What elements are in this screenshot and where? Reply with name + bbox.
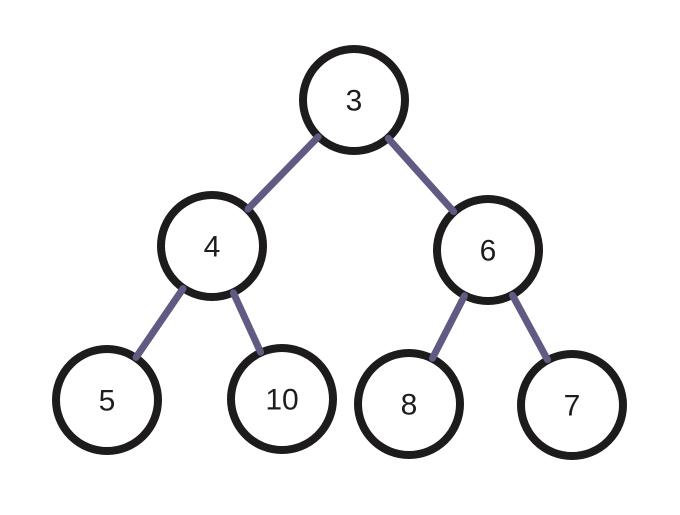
tree-edge-4-5 [132, 285, 187, 361]
tree-node-4[interactable]: 4 [157, 191, 267, 301]
tree-node-5[interactable]: 5 [52, 345, 162, 455]
node-circle [157, 191, 267, 301]
node-label: 3 [346, 85, 363, 118]
node-label: 6 [480, 235, 497, 268]
tree-edge-3-4 [244, 133, 322, 213]
node-circle [354, 349, 464, 459]
node-circle [299, 45, 409, 155]
node-circle [517, 350, 627, 460]
tree-node-8[interactable]: 8 [354, 349, 464, 459]
node-circle [52, 345, 162, 455]
node-circle [433, 195, 543, 305]
tree-edge-4-10 [229, 289, 265, 356]
tree-node-6[interactable]: 6 [433, 195, 543, 305]
node-label: 7 [564, 390, 581, 423]
tree-edge-3-6 [384, 134, 458, 216]
tree-node-10[interactable]: 10 [227, 344, 337, 454]
node-label: 10 [265, 384, 298, 417]
node-label: 4 [204, 231, 221, 264]
node-label: 8 [401, 389, 418, 422]
node-circle [227, 344, 337, 454]
tree-edge-6-7 [509, 291, 551, 364]
tree-edge-6-8 [429, 292, 468, 362]
node-label: 5 [99, 385, 116, 418]
tree-nodes-layer: 3 4 6 5 10 8 7 [52, 45, 627, 460]
tree-edges-layer [132, 133, 551, 364]
tree-node-3[interactable]: 3 [299, 45, 409, 155]
tree-node-7[interactable]: 7 [517, 350, 627, 460]
